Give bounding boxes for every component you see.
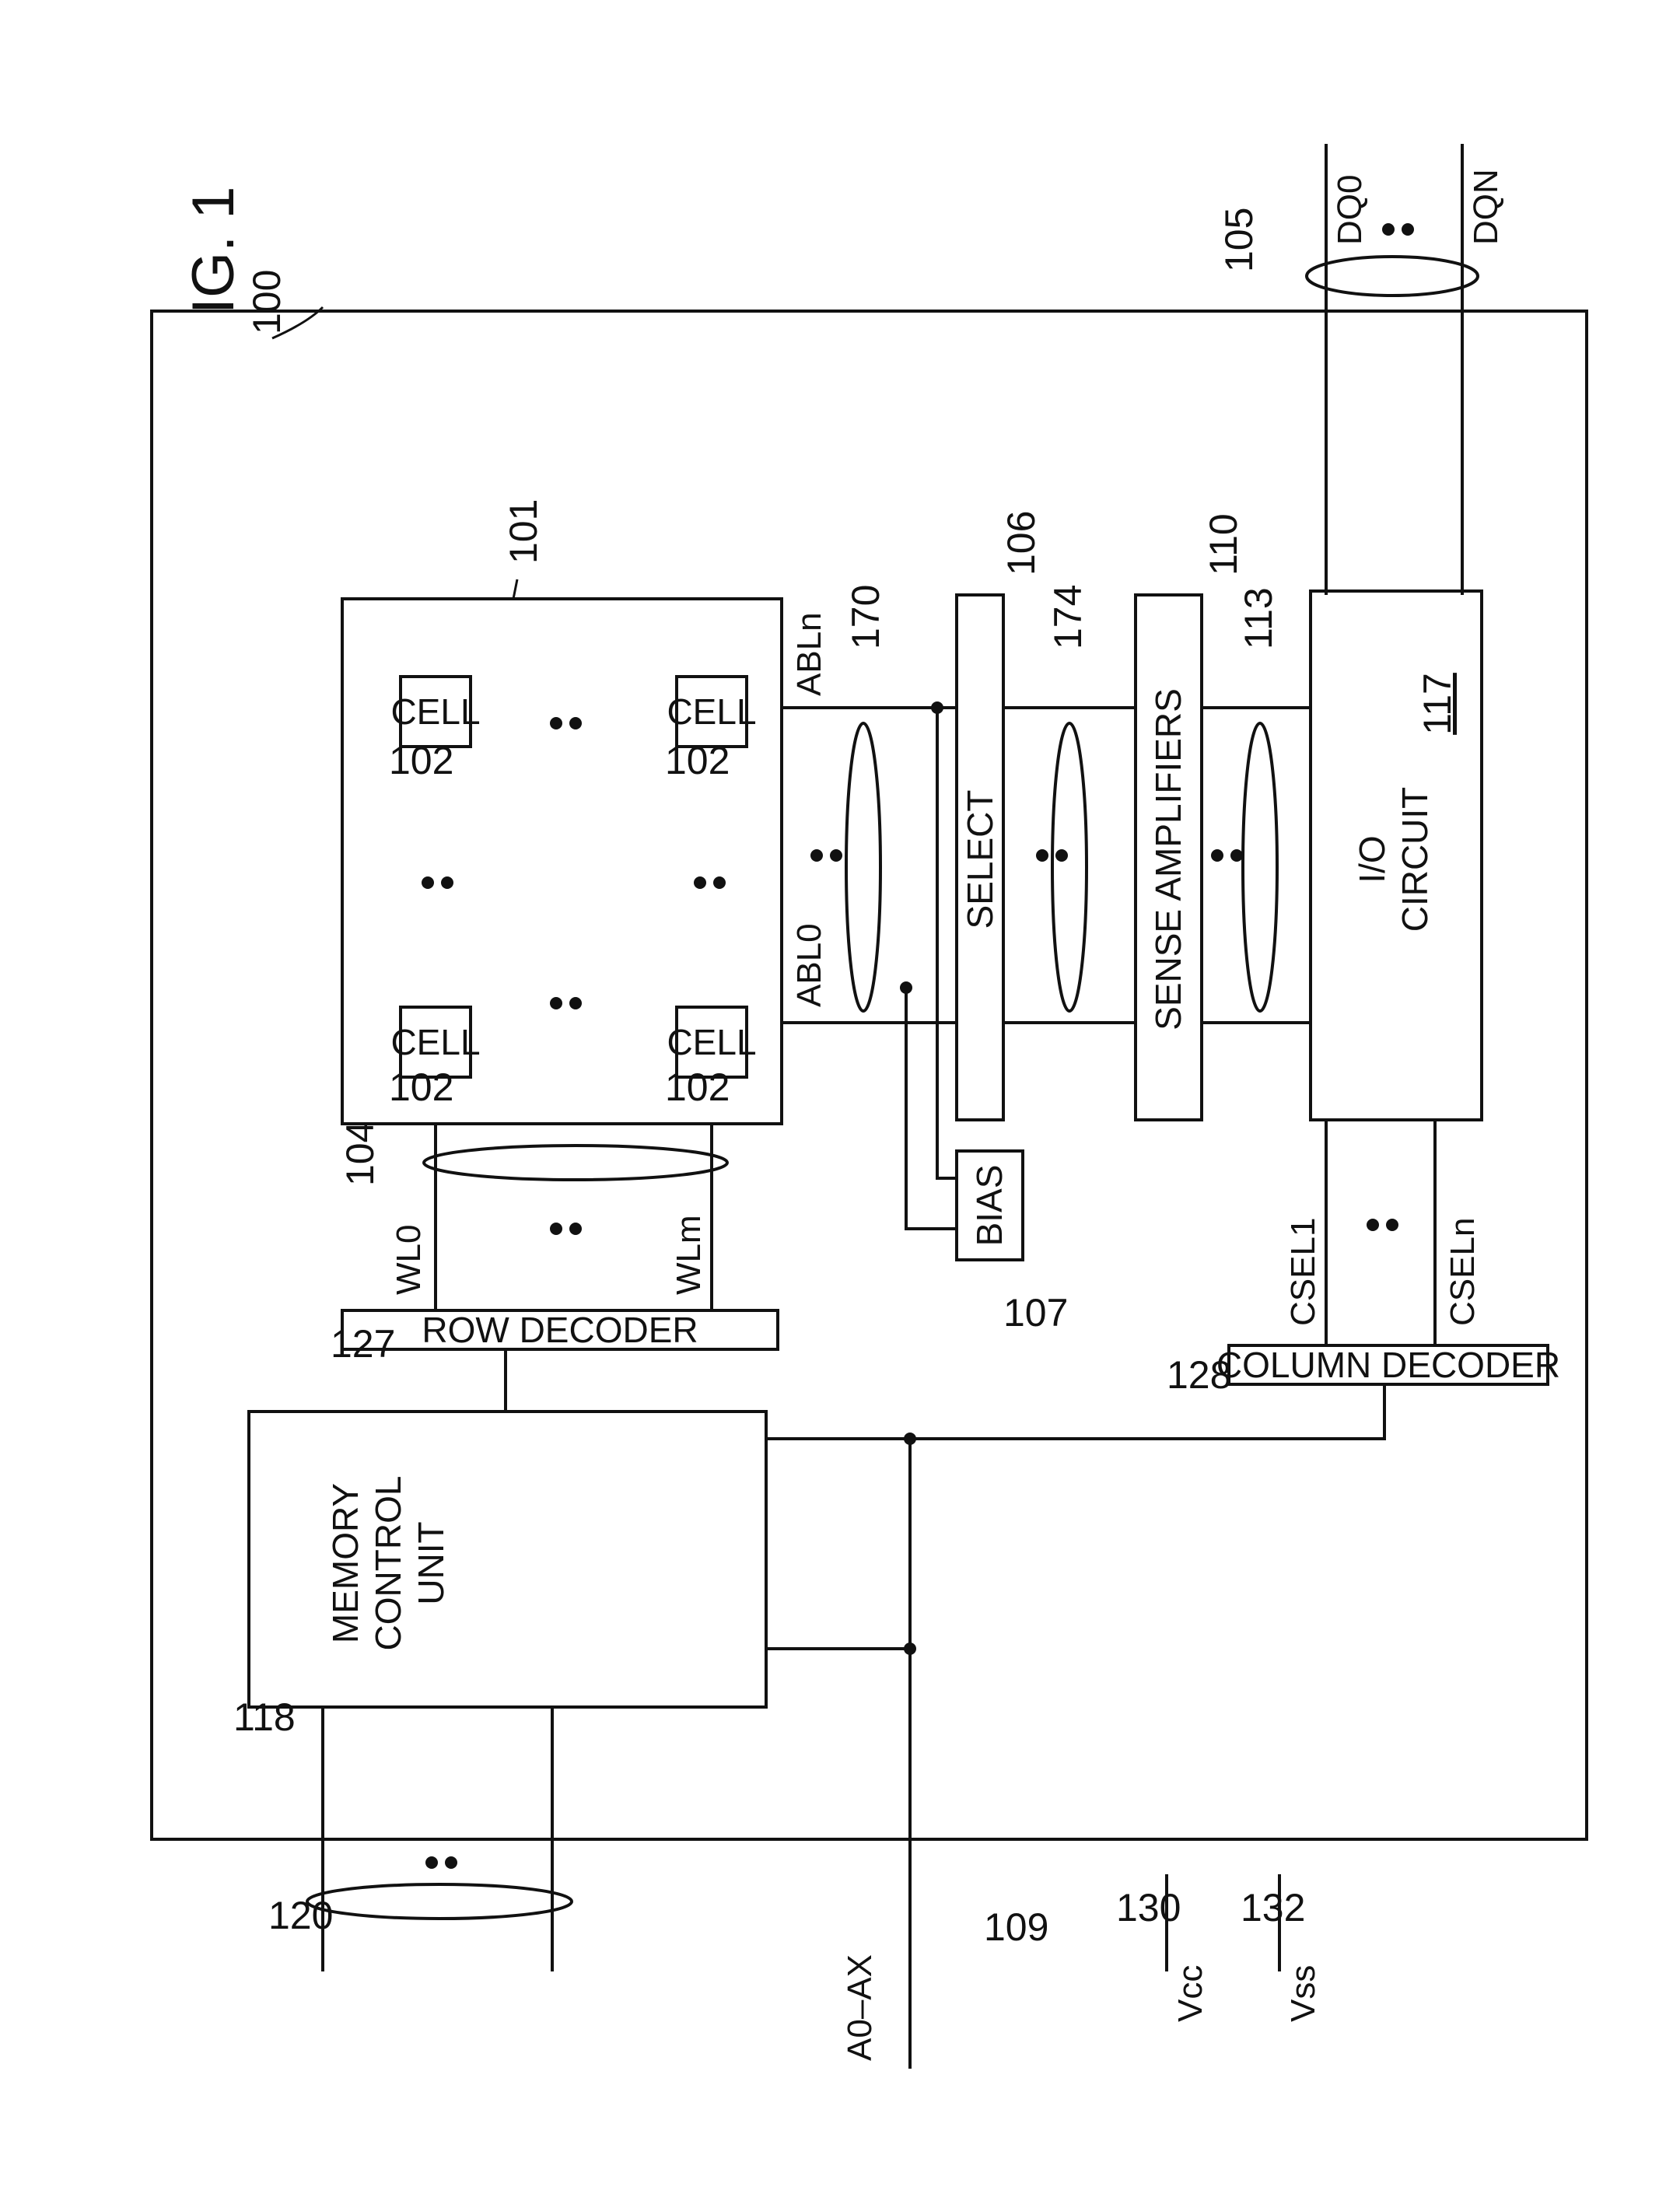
cell-label: CELL (390, 1022, 480, 1062)
bitline-bus-ref: 170 (844, 585, 887, 649)
cell-label: CELL (667, 1022, 756, 1062)
select-ref: 106 (999, 511, 1043, 575)
control-bus-ref: 120 (268, 1894, 333, 1937)
column-decoder-ref: 128 (1167, 1353, 1231, 1397)
signal-vcc: Vcc (1171, 1965, 1209, 2022)
cell-label: CELL (390, 691, 480, 732)
signal-abln: ABLn (790, 612, 828, 696)
sense-amplifiers-ref: 110 (1202, 513, 1245, 575)
mcu-label-2: CONTROL (368, 1476, 408, 1651)
signal-dqn: DQN (1467, 169, 1505, 245)
signal-cseln: CSELn (1444, 1218, 1482, 1326)
cell-label: CELL (667, 691, 756, 732)
vcc-line-ref: 130 (1116, 1886, 1181, 1929)
dq-bus-ref: 105 (1217, 208, 1261, 272)
row-decoder-label: ROW DECODER (422, 1310, 698, 1350)
sense-bus-ref: 113 (1237, 587, 1280, 649)
signal-dq0: DQ0 (1331, 175, 1369, 245)
column-decoder-label: COLUMN DECODER (1216, 1345, 1560, 1385)
mcu-label-3: UNIT (411, 1521, 451, 1604)
cell-ref: 102 (665, 1065, 730, 1109)
dq-bus-ellipse (1307, 257, 1478, 296)
mcu-label-1: MEMORY (325, 1483, 366, 1643)
io-circuit-ref: 117 (1416, 673, 1459, 735)
vss-line-ref: 132 (1241, 1886, 1305, 1929)
cell-ref: 102 (389, 739, 453, 782)
control-bus-ellipse (307, 1884, 572, 1919)
bias-ref: 107 (1003, 1291, 1068, 1335)
wordline-bus-ref: 104 (338, 1121, 382, 1186)
select-bus-ref: 174 (1046, 585, 1090, 649)
signal-wlm: WLm (670, 1215, 708, 1295)
signal-vss: Vss (1284, 1965, 1322, 2022)
address-junction (904, 1433, 916, 1445)
bias-label: BIAS (969, 1165, 1010, 1247)
signal-csel1: CSEL1 (1284, 1218, 1322, 1326)
dq-bus-dots (1382, 223, 1414, 236)
io-circuit-label-1: I/O (1352, 835, 1392, 883)
memory-array-ref: 101 (502, 499, 545, 564)
cell-ref: 102 (389, 1065, 453, 1109)
io-circuit-label-2: CIRCUIT (1395, 787, 1435, 932)
device-ref: 100 (245, 270, 289, 334)
mcu-ref: 118 (233, 1695, 296, 1739)
signal-address: A0–AX (841, 1954, 879, 2061)
address-bus-ref: 109 (984, 1905, 1048, 1949)
control-bus-dots (425, 1856, 457, 1869)
cell-ref: 102 (665, 739, 730, 782)
signal-wl0: WL0 (390, 1225, 428, 1295)
select-label: SELECT (960, 790, 1000, 929)
signal-abl0: ABL0 (790, 923, 828, 1007)
row-decoder-ref: 127 (331, 1322, 395, 1366)
sense-amplifiers-label: SENSE AMPLIFIERS (1148, 688, 1188, 1030)
